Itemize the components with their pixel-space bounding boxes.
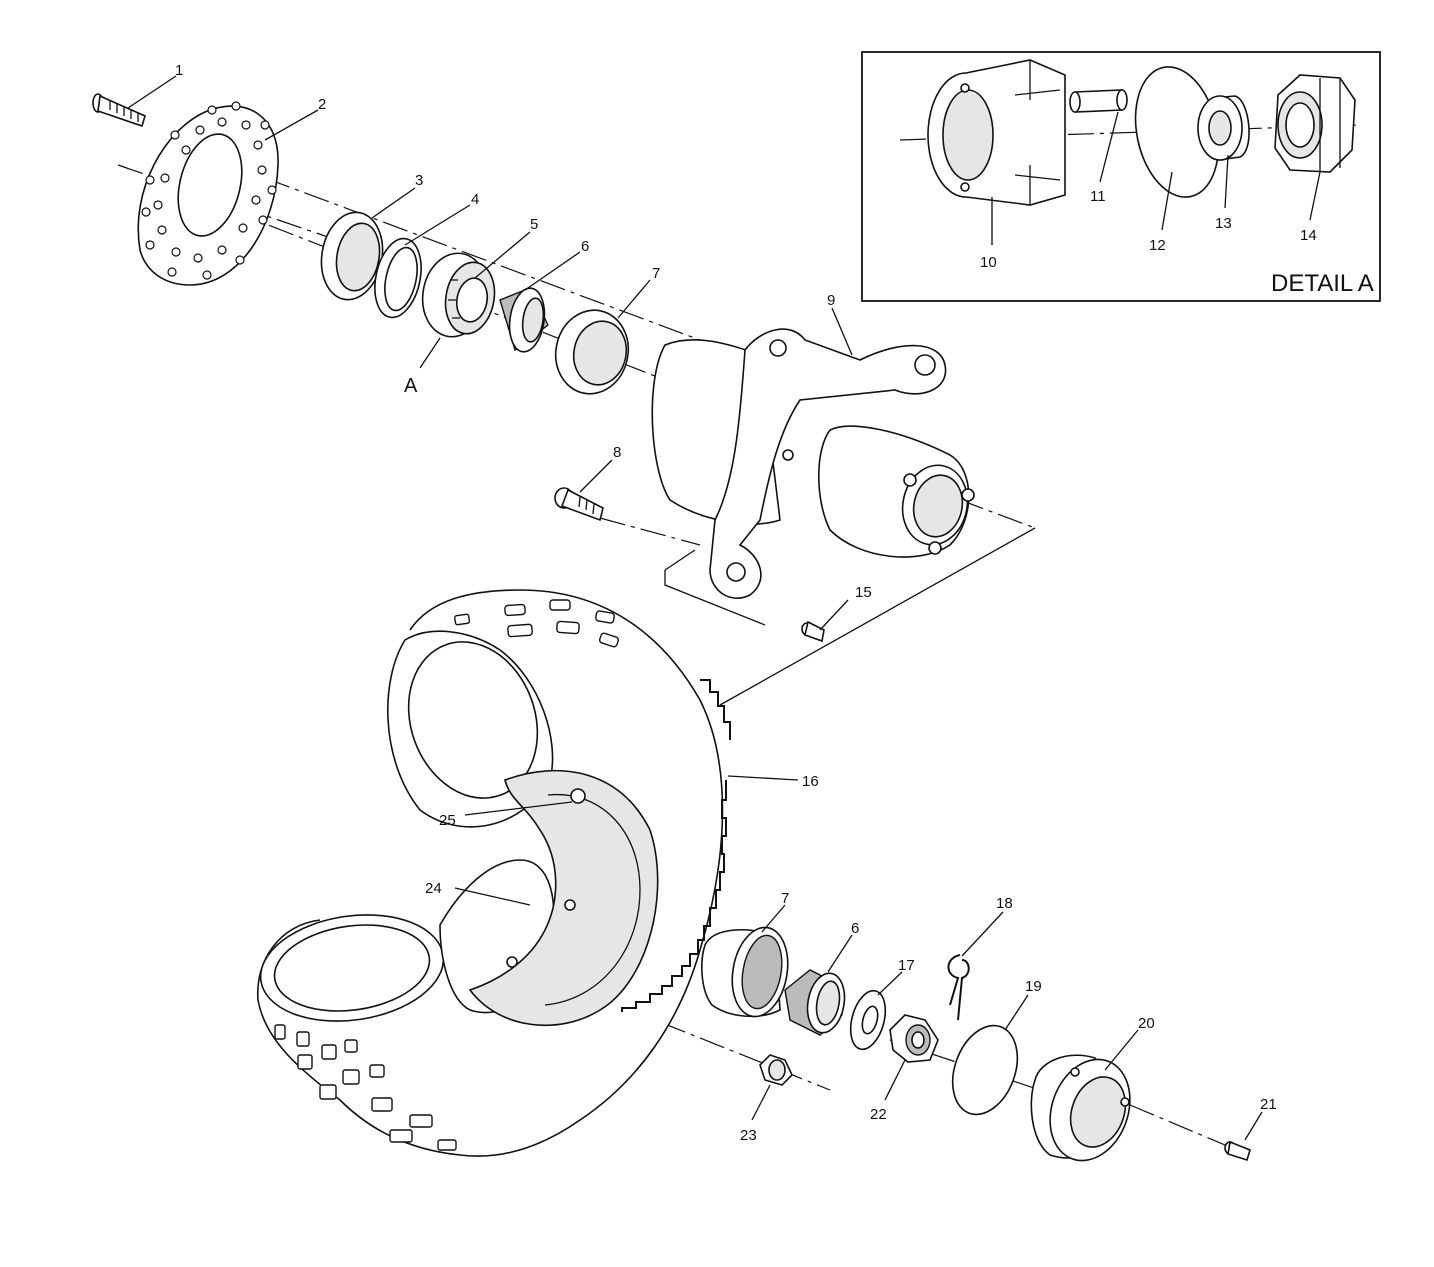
detail-washer-part (1197, 95, 1250, 161)
callout-14: 14 (1300, 227, 1317, 244)
callout-labels: 1 2 3 4 5 6 7 A 8 9 10 11 12 13 14 DETAI… (175, 62, 1374, 1144)
callout-23: 23 (740, 1127, 757, 1144)
brake-disc-part (137, 101, 279, 286)
callout-19: 19 (1025, 978, 1042, 995)
callout-16: 16 (802, 773, 819, 790)
hub-cap-part (1030, 1054, 1131, 1162)
callout-11: 11 (1090, 188, 1106, 205)
o-ring-part (951, 1024, 1019, 1116)
bearing-race-part-top (554, 309, 630, 395)
seal-part (320, 211, 384, 301)
callout-6-bottom: 6 (851, 920, 859, 937)
callout-24: 24 (425, 880, 442, 897)
roller-bearing-part-top (499, 287, 549, 353)
lug-nut-part (759, 1054, 793, 1086)
detail-nut-part (1274, 74, 1356, 173)
callout-2: 2 (318, 96, 326, 113)
cotter-pin-part (947, 954, 970, 1021)
callout-4: 4 (471, 191, 479, 208)
callout-25: 25 (439, 812, 456, 829)
snap-ring-part (374, 237, 422, 319)
bolt-part (554, 487, 604, 522)
callout-12: 12 (1149, 237, 1166, 254)
callout-3: 3 (415, 172, 423, 189)
roller-bearing-part-bottom (784, 969, 846, 1036)
detail-a-inset (861, 51, 1381, 302)
callout-5: 5 (530, 216, 538, 233)
bearing-race-part-bottom (701, 926, 789, 1018)
callout-7-bottom: 7 (781, 890, 789, 907)
callout-18: 18 (996, 895, 1013, 912)
tire-part (257, 589, 731, 1157)
steering-knuckle-part (651, 328, 975, 599)
small-screw-part (1224, 1140, 1251, 1162)
clutch-collar-part (927, 59, 1066, 206)
callout-1: 1 (175, 62, 183, 79)
washer-part (849, 989, 887, 1051)
grease-fitting-part (801, 620, 825, 643)
callout-13: 13 (1215, 215, 1232, 232)
callout-10: 10 (980, 254, 997, 271)
detail-pin-part (1069, 89, 1128, 113)
brake-screw-part (92, 93, 146, 128)
leader-lines (127, 75, 1321, 1141)
callout-17: 17 (898, 957, 915, 974)
castle-nut-part (889, 1014, 939, 1063)
detail-a-title: DETAIL A (1271, 270, 1374, 297)
callout-a: A (404, 375, 418, 397)
callout-20: 20 (1138, 1015, 1155, 1032)
callout-8: 8 (613, 444, 621, 461)
callout-15: 15 (855, 584, 872, 601)
bearing-carrier-part (421, 252, 496, 338)
callout-22: 22 (870, 1106, 887, 1123)
callout-9: 9 (827, 292, 835, 309)
callout-7-top: 7 (652, 265, 660, 282)
callout-6-top: 6 (581, 238, 589, 255)
callout-21: 21 (1260, 1096, 1277, 1113)
